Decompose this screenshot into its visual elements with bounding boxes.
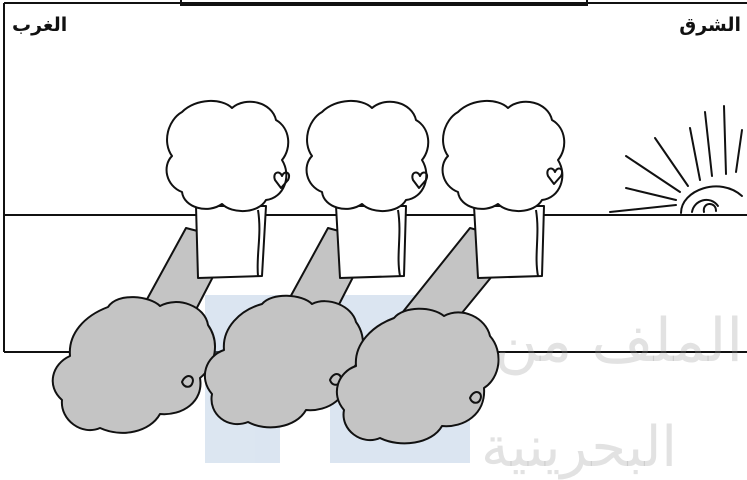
watermark-text-1: الملف من <box>495 306 744 376</box>
trees <box>167 101 565 278</box>
watermark-text-2: البحرينية <box>481 415 677 480</box>
shadows <box>53 228 520 443</box>
sun-shadow-diagram: الغرب الشرق الملف من البحرينية <box>0 0 747 463</box>
sun-icon <box>610 106 742 213</box>
west-label: الغرب <box>12 14 67 36</box>
scene-drawing <box>0 0 747 463</box>
east-label: الشرق <box>679 14 741 36</box>
